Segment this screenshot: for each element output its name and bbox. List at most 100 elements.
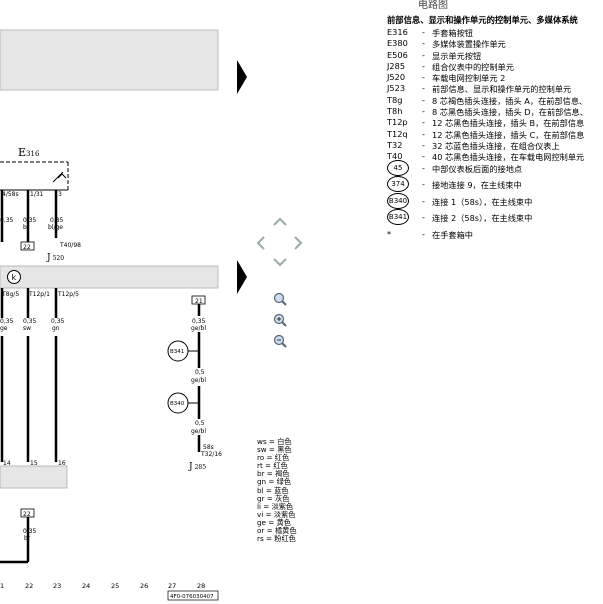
- component-band-middle: [0, 265, 219, 289]
- color-code-item: or = 橘黄色: [257, 526, 297, 536]
- wire-right-1-color: ge/bl: [191, 325, 206, 332]
- wire-top-2-size: 0,35: [23, 217, 37, 224]
- legend-row: E380-多媒体装置操作单元: [387, 38, 603, 49]
- color-code-item: ws = 白色: [257, 437, 292, 446]
- wire-right-3-color: ge/bl: [191, 428, 206, 435]
- zoom-out-icon[interactable]: [273, 292, 287, 306]
- legend-row: E506-显示单元按钮: [387, 50, 603, 61]
- doc-number: 4F0-076030407: [170, 594, 214, 600]
- box-22-top: [20, 241, 35, 251]
- axis-number: 24: [82, 582, 90, 590]
- legend-code: J285: [387, 60, 406, 71]
- legend-desc: 前部信息、显示和操作单元的控制单元: [432, 84, 572, 95]
- legend-row: T32-32 芯蓝色插头连接，在组合仪表上: [387, 140, 603, 151]
- legend-desc: 车载电网控制单元 2: [432, 73, 506, 84]
- legend-dash: -: [422, 117, 425, 128]
- legend-row: J285-组合仪表中的控制单元: [387, 61, 603, 72]
- wire-bottom-size: 0,35: [23, 528, 37, 535]
- legend-dash: -: [422, 60, 425, 71]
- b340-label: B340: [170, 401, 185, 407]
- wire-right-3-bg: [188, 419, 210, 435]
- wire-top-1-size: 0,35: [0, 217, 14, 224]
- legend-code: T8g: [387, 94, 403, 105]
- legend-desc: 接地连接 9，在主线束中: [432, 180, 522, 191]
- legend-circle-code: 374: [387, 176, 409, 193]
- color-code-item: sw = 黑色: [257, 445, 292, 455]
- axis-number: 22: [25, 582, 33, 590]
- legend-row: E316-手套箱按钮: [387, 27, 603, 38]
- bottom-pin-3: 16: [58, 460, 66, 467]
- legend-code: T40: [387, 151, 403, 162]
- page-header-title: 电路图: [418, 0, 448, 11]
- legend-code: J523: [387, 83, 406, 94]
- pan-right-icon[interactable]: [293, 235, 303, 251]
- wire-mid-2-size: 0,35: [23, 318, 37, 325]
- k-label: k: [12, 273, 17, 282]
- legend-row-note: *-在手套箱中: [387, 229, 603, 240]
- t32-pin-label: 58s: [203, 444, 214, 451]
- zoom-fit-icon[interactable]: [273, 334, 287, 348]
- legend-code: E380: [387, 38, 408, 49]
- legend-desc: 手套箱按钮: [432, 28, 473, 38]
- legend-row: T12p-12 芯黑色插头连接，插头 B，在前部信息: [387, 117, 603, 128]
- pan-down-icon[interactable]: [272, 257, 288, 267]
- wire-right-3-size: 0,5: [195, 420, 205, 427]
- doc-number-box: [167, 590, 219, 601]
- pan-left-icon[interactable]: [256, 235, 266, 251]
- legend-code: E506: [387, 49, 408, 60]
- wire-top-3-color: bl/ge: [48, 224, 63, 231]
- legend-row: T40-40 芯黑色插头连接，在车载电网控制单元: [387, 151, 603, 162]
- legend-code: J520: [387, 72, 406, 83]
- component-band-bottom: [0, 465, 68, 489]
- axis-number: 27: [168, 582, 176, 590]
- legend-dash: -: [422, 27, 425, 37]
- pin-label-mid-1: T8g/5: [1, 291, 19, 298]
- legend-row: J520 -车载电网控制单元 2: [387, 72, 603, 83]
- axis-number: 1: [0, 582, 4, 590]
- box-22-bottom-label: 22: [23, 511, 31, 518]
- legend-dash: -: [422, 128, 425, 139]
- box-21-label: 21: [195, 298, 203, 305]
- zoom-in-icon[interactable]: [273, 313, 287, 327]
- legend-dash: -: [422, 162, 425, 173]
- next-page-arrow-top[interactable]: [237, 60, 247, 94]
- legend-row-ground: B341-连接 2（58s），在主线束中: [387, 209, 603, 229]
- pin-label-mid-2: T12p/1: [28, 291, 50, 298]
- wire-right-2-size: 0,5: [195, 369, 205, 376]
- axis-number: 26: [140, 582, 148, 590]
- legend-desc: 8 芯褐色插头连接，插头 A，在前部信息、: [432, 95, 588, 106]
- e316-label: E316: [18, 146, 40, 159]
- legend-dash: -: [422, 72, 425, 83]
- legend-row: T12q-12 芯黑色插头连接，插头 C，在前部信息: [387, 129, 603, 140]
- legend-row: T8h-8 芯黑色插头连接，插头 D，在前部信息、: [387, 106, 603, 117]
- pan-up-icon[interactable]: [272, 217, 288, 227]
- component-band-top: [0, 29, 219, 91]
- legend-code: T32: [387, 139, 403, 150]
- legend-row: J523-前部信息、显示和操作单元的控制单元: [387, 83, 603, 94]
- legend-code: *: [387, 228, 392, 239]
- wire-right-2-color: ge/bl: [191, 377, 206, 384]
- color-code-item: br = 褐色: [257, 469, 290, 479]
- legend-desc: 显示单元按钮: [432, 50, 482, 61]
- legend-code: T12p: [387, 117, 408, 128]
- color-code-item: li = 淡紫色: [257, 501, 294, 511]
- legend-dash: -: [422, 106, 425, 117]
- bottom-pin-1: 14: [3, 460, 11, 467]
- next-page-arrow-middle[interactable]: [237, 260, 247, 294]
- color-code-item: vi = 淡紫色: [257, 509, 296, 519]
- color-code-item: ge = 黄色: [257, 517, 291, 527]
- legend-title: 前部信息、显示和操作单元的控制单元、多媒体系统: [387, 15, 578, 25]
- legend-dash: -: [422, 38, 425, 49]
- wire-right-1-bg: [188, 316, 210, 332]
- color-code-item: gr = 灰色: [257, 493, 290, 503]
- t40-label: T40/98: [59, 242, 81, 249]
- legend-code: T8h: [387, 106, 403, 117]
- color-code-item: rs = 粉红色: [257, 534, 296, 544]
- wire-right-2-bg: [188, 368, 210, 386]
- wire-top-3-size: 0,35: [50, 217, 64, 224]
